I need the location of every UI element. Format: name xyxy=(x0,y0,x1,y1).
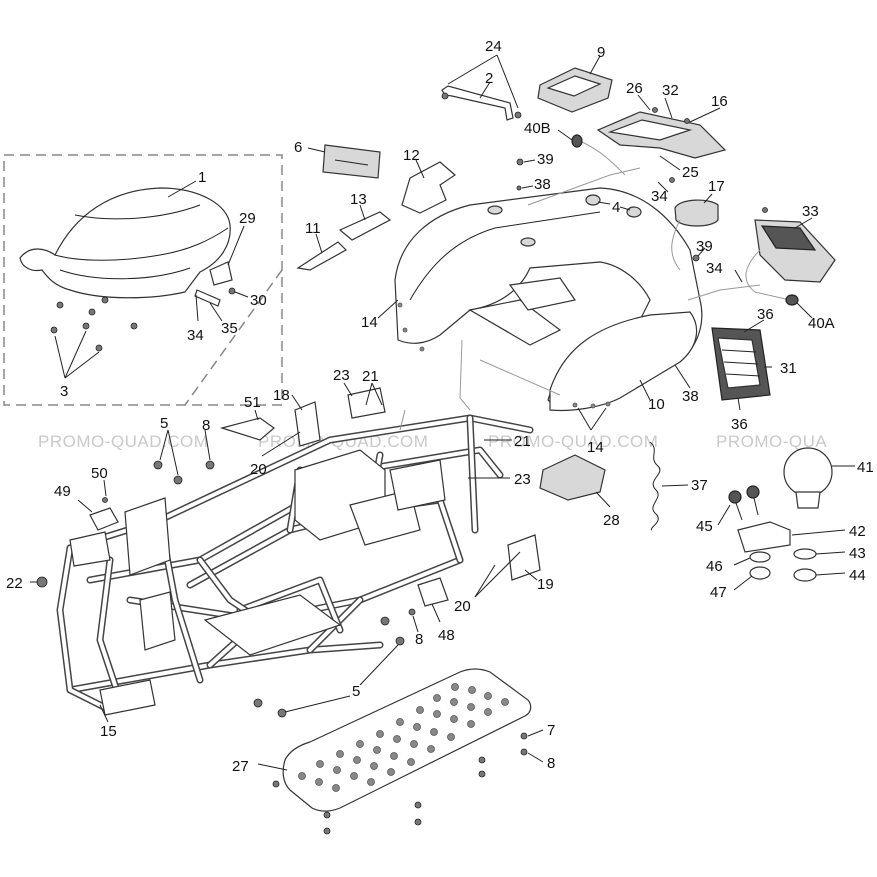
callout-38b: 38 xyxy=(682,388,699,405)
tail-light-group xyxy=(516,94,836,411)
panel-13 xyxy=(338,211,392,241)
bracket-48 xyxy=(417,577,449,607)
tool-card xyxy=(322,144,381,179)
callout-7: 7 xyxy=(547,722,555,739)
callout-19: 19 xyxy=(537,576,554,593)
callout-32: 32 xyxy=(662,82,679,99)
callout-5a: 5 xyxy=(160,415,168,432)
panel-12 xyxy=(401,161,456,214)
callout-17: 17 xyxy=(708,178,725,195)
callout-45: 45 xyxy=(696,518,713,535)
callout-39b: 39 xyxy=(696,238,713,255)
grab-bar xyxy=(441,85,514,121)
callout-20b: 20 xyxy=(454,598,471,615)
callout-23b: 23 xyxy=(514,471,531,488)
bracket-49 xyxy=(89,507,119,531)
tail-light xyxy=(674,199,719,227)
callout-24: 24 xyxy=(485,38,502,55)
seat xyxy=(19,187,231,299)
callout-labels: 1 2 3 4 5 5 6 7 8 8 8 9 10 11 12 13 14 1… xyxy=(6,38,874,775)
callout-13: 13 xyxy=(350,191,367,208)
callout-6: 6 xyxy=(294,139,302,156)
callout-3: 3 xyxy=(60,383,68,400)
footrest-plate xyxy=(257,668,544,835)
callout-36b: 36 xyxy=(731,416,748,433)
callout-34a: 34 xyxy=(187,327,204,344)
callout-30: 30 xyxy=(250,292,267,309)
callout-40a: 40A xyxy=(808,315,835,332)
callout-31: 31 xyxy=(780,360,797,377)
callout-1: 1 xyxy=(198,169,206,186)
callout-27: 27 xyxy=(232,758,249,775)
fender-right xyxy=(549,311,698,412)
callout-26: 26 xyxy=(626,80,643,97)
callout-40b: 40B xyxy=(524,120,551,137)
callout-29: 29 xyxy=(239,210,256,227)
hitch-bracket xyxy=(737,521,791,553)
callout-21a: 21 xyxy=(362,368,379,385)
callout-16: 16 xyxy=(711,93,728,110)
callout-14a: 14 xyxy=(361,314,378,331)
callout-5b: 5 xyxy=(352,683,360,700)
footrest-plate-body xyxy=(282,668,532,812)
callout-43: 43 xyxy=(849,545,866,562)
callout-20a: 20 xyxy=(250,461,267,478)
bracket-51 xyxy=(219,417,275,441)
callout-11: 11 xyxy=(305,220,321,237)
footrest-holes xyxy=(298,683,509,792)
hitch-parts xyxy=(539,441,855,591)
watermark-1: PROMO-QUAD.COM xyxy=(38,432,208,451)
callout-34b: 34 xyxy=(651,188,668,205)
callout-51: 51 xyxy=(244,394,261,411)
callout-25: 25 xyxy=(682,164,699,181)
callout-42: 42 xyxy=(849,523,866,540)
callout-10: 10 xyxy=(648,396,665,413)
callout-22: 22 xyxy=(6,575,23,592)
callout-8a: 8 xyxy=(202,417,210,434)
callout-15: 15 xyxy=(100,723,117,740)
callout-2: 2 xyxy=(485,70,493,87)
spring xyxy=(649,441,661,531)
callout-33: 33 xyxy=(802,203,819,220)
callout-4: 4 xyxy=(612,199,620,216)
rear-fender xyxy=(377,187,703,431)
callout-38a: 38 xyxy=(534,176,551,193)
callout-49: 49 xyxy=(54,483,71,500)
callout-48: 48 xyxy=(438,627,455,644)
callout-28: 28 xyxy=(603,512,620,529)
callout-8b: 8 xyxy=(415,631,423,648)
callout-44: 44 xyxy=(849,567,866,584)
callout-36a: 36 xyxy=(757,306,774,323)
main-frame xyxy=(30,339,561,723)
callout-37: 37 xyxy=(691,477,708,494)
callout-12: 12 xyxy=(403,147,420,164)
watermark-4: PROMO-QUA xyxy=(716,432,827,451)
callout-35: 35 xyxy=(221,320,238,337)
hitch-ball xyxy=(783,447,833,497)
callout-46: 46 xyxy=(706,558,723,575)
callout-50: 50 xyxy=(91,465,108,482)
callout-41: 41 xyxy=(857,459,874,476)
callout-14b: 14 xyxy=(587,439,604,456)
callout-34c: 34 xyxy=(706,260,723,277)
callout-9: 9 xyxy=(597,44,605,61)
cover-28 xyxy=(539,454,606,501)
callout-21b: 21 xyxy=(514,433,531,450)
callout-8c: 8 xyxy=(547,755,555,772)
storage-parts xyxy=(296,54,613,271)
callout-47: 47 xyxy=(710,584,727,601)
callout-39a: 39 xyxy=(537,151,554,168)
seat-group xyxy=(3,154,283,406)
callout-23a: 23 xyxy=(333,367,350,384)
panel-11 xyxy=(296,241,347,271)
watermark-3: PROMO-QUAD.COM xyxy=(488,432,658,451)
callout-18: 18 xyxy=(273,387,290,404)
